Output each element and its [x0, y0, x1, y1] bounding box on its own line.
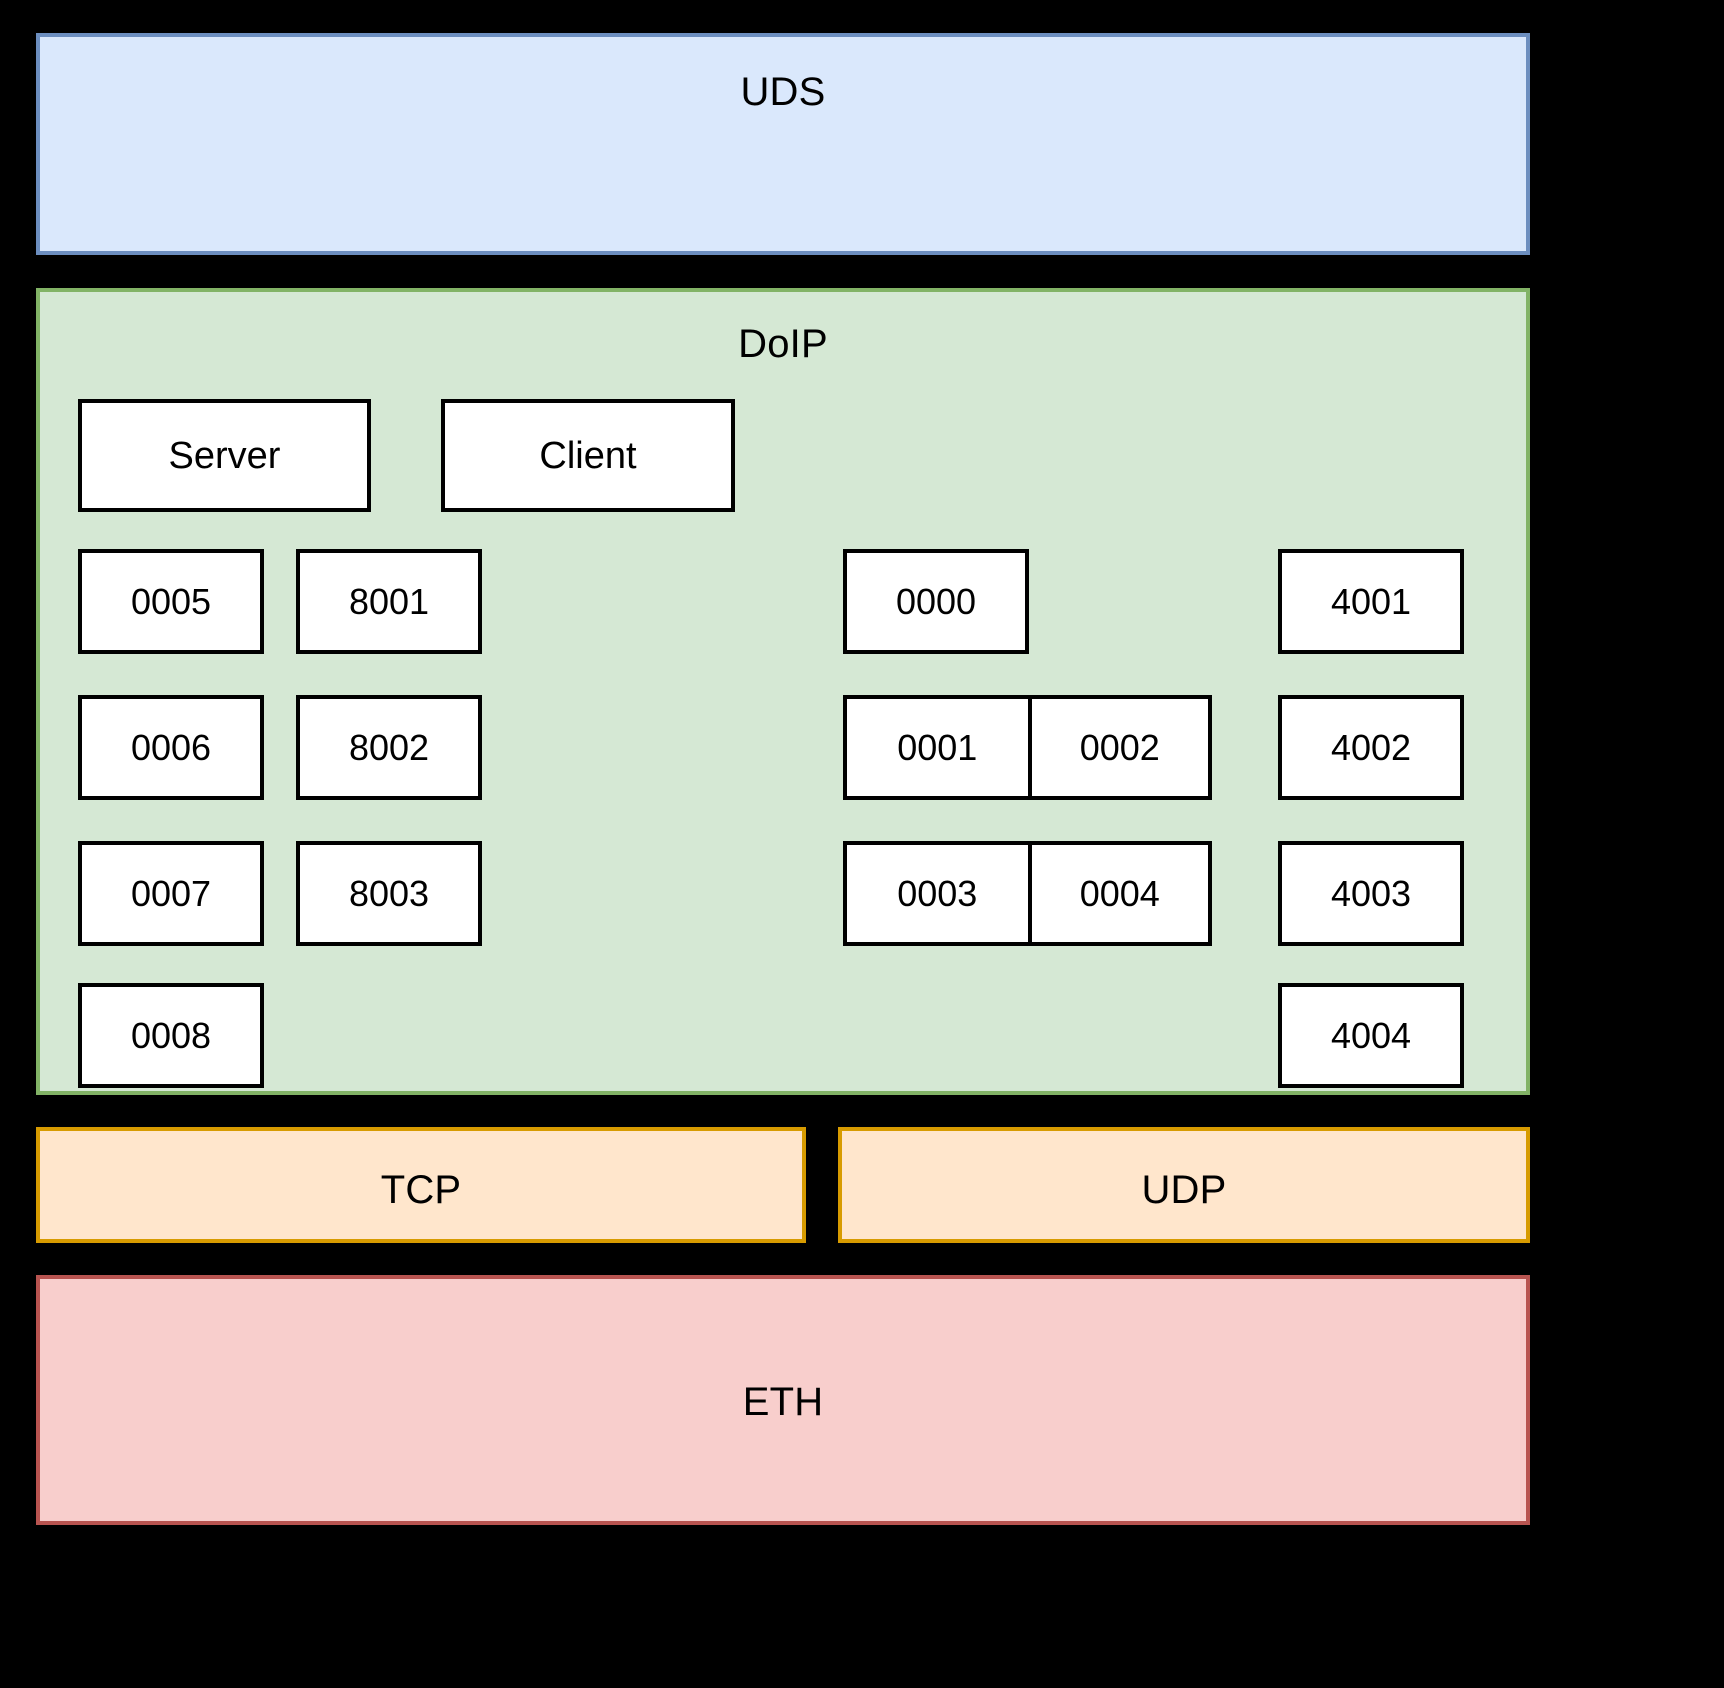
node-server: Server — [78, 399, 371, 512]
node-8003: 8003 — [296, 841, 482, 946]
node-4004: 4004 — [1278, 983, 1464, 1088]
layer-tcp-title: TCP — [380, 1168, 462, 1212]
node-pair-0001-0002: 0001 0002 — [843, 695, 1212, 800]
node-4001: 4001 — [1278, 549, 1464, 654]
layer-uds-title: UDS — [740, 70, 826, 114]
node-0003: 0003 — [847, 845, 1028, 942]
layer-eth-title: ETH — [742, 1380, 824, 1424]
node-4004-label: 4004 — [1330, 1014, 1412, 1056]
layer-udp: UDP — [838, 1127, 1530, 1243]
node-8001: 8001 — [296, 549, 482, 654]
node-client-label: Client — [539, 434, 637, 477]
node-0008-label: 0008 — [130, 1014, 212, 1056]
layer-uds: UDS — [36, 33, 1530, 255]
node-4003: 4003 — [1278, 841, 1464, 946]
node-4003-label: 4003 — [1330, 872, 1412, 914]
node-server-label: Server — [168, 434, 281, 477]
node-0008: 0008 — [78, 983, 264, 1088]
node-pair-0003-0004: 0003 0004 — [843, 841, 1212, 946]
node-0000: 0000 — [843, 549, 1029, 654]
node-4002: 4002 — [1278, 695, 1464, 800]
layer-doip: DoIP Server Client 0005 0006 0007 0008 8… — [36, 288, 1530, 1095]
layer-udp-title: UDP — [1141, 1168, 1227, 1212]
node-0001-label: 0001 — [897, 726, 978, 768]
node-0005-label: 0005 — [130, 580, 212, 622]
layer-eth: ETH — [36, 1275, 1530, 1525]
layer-doip-title: DoIP — [738, 322, 828, 366]
node-8003-label: 8003 — [348, 872, 430, 914]
node-0002: 0002 — [1027, 699, 1208, 796]
node-0004: 0004 — [1027, 845, 1208, 942]
node-0007-label: 0007 — [130, 872, 212, 914]
node-0003-label: 0003 — [897, 872, 978, 914]
node-8002: 8002 — [296, 695, 482, 800]
node-4001-label: 4001 — [1330, 580, 1412, 622]
node-8002-label: 8002 — [348, 726, 430, 768]
node-4002-label: 4002 — [1330, 726, 1412, 768]
node-0006: 0006 — [78, 695, 264, 800]
node-0002-label: 0002 — [1079, 726, 1160, 768]
node-0005: 0005 — [78, 549, 264, 654]
node-0001: 0001 — [847, 699, 1028, 796]
node-0006-label: 0006 — [130, 726, 212, 768]
node-0000-label: 0000 — [895, 580, 977, 622]
layer-tcp: TCP — [36, 1127, 806, 1243]
node-0007: 0007 — [78, 841, 264, 946]
node-8001-label: 8001 — [348, 580, 430, 622]
node-0004-label: 0004 — [1079, 872, 1160, 914]
node-client: Client — [441, 399, 735, 512]
